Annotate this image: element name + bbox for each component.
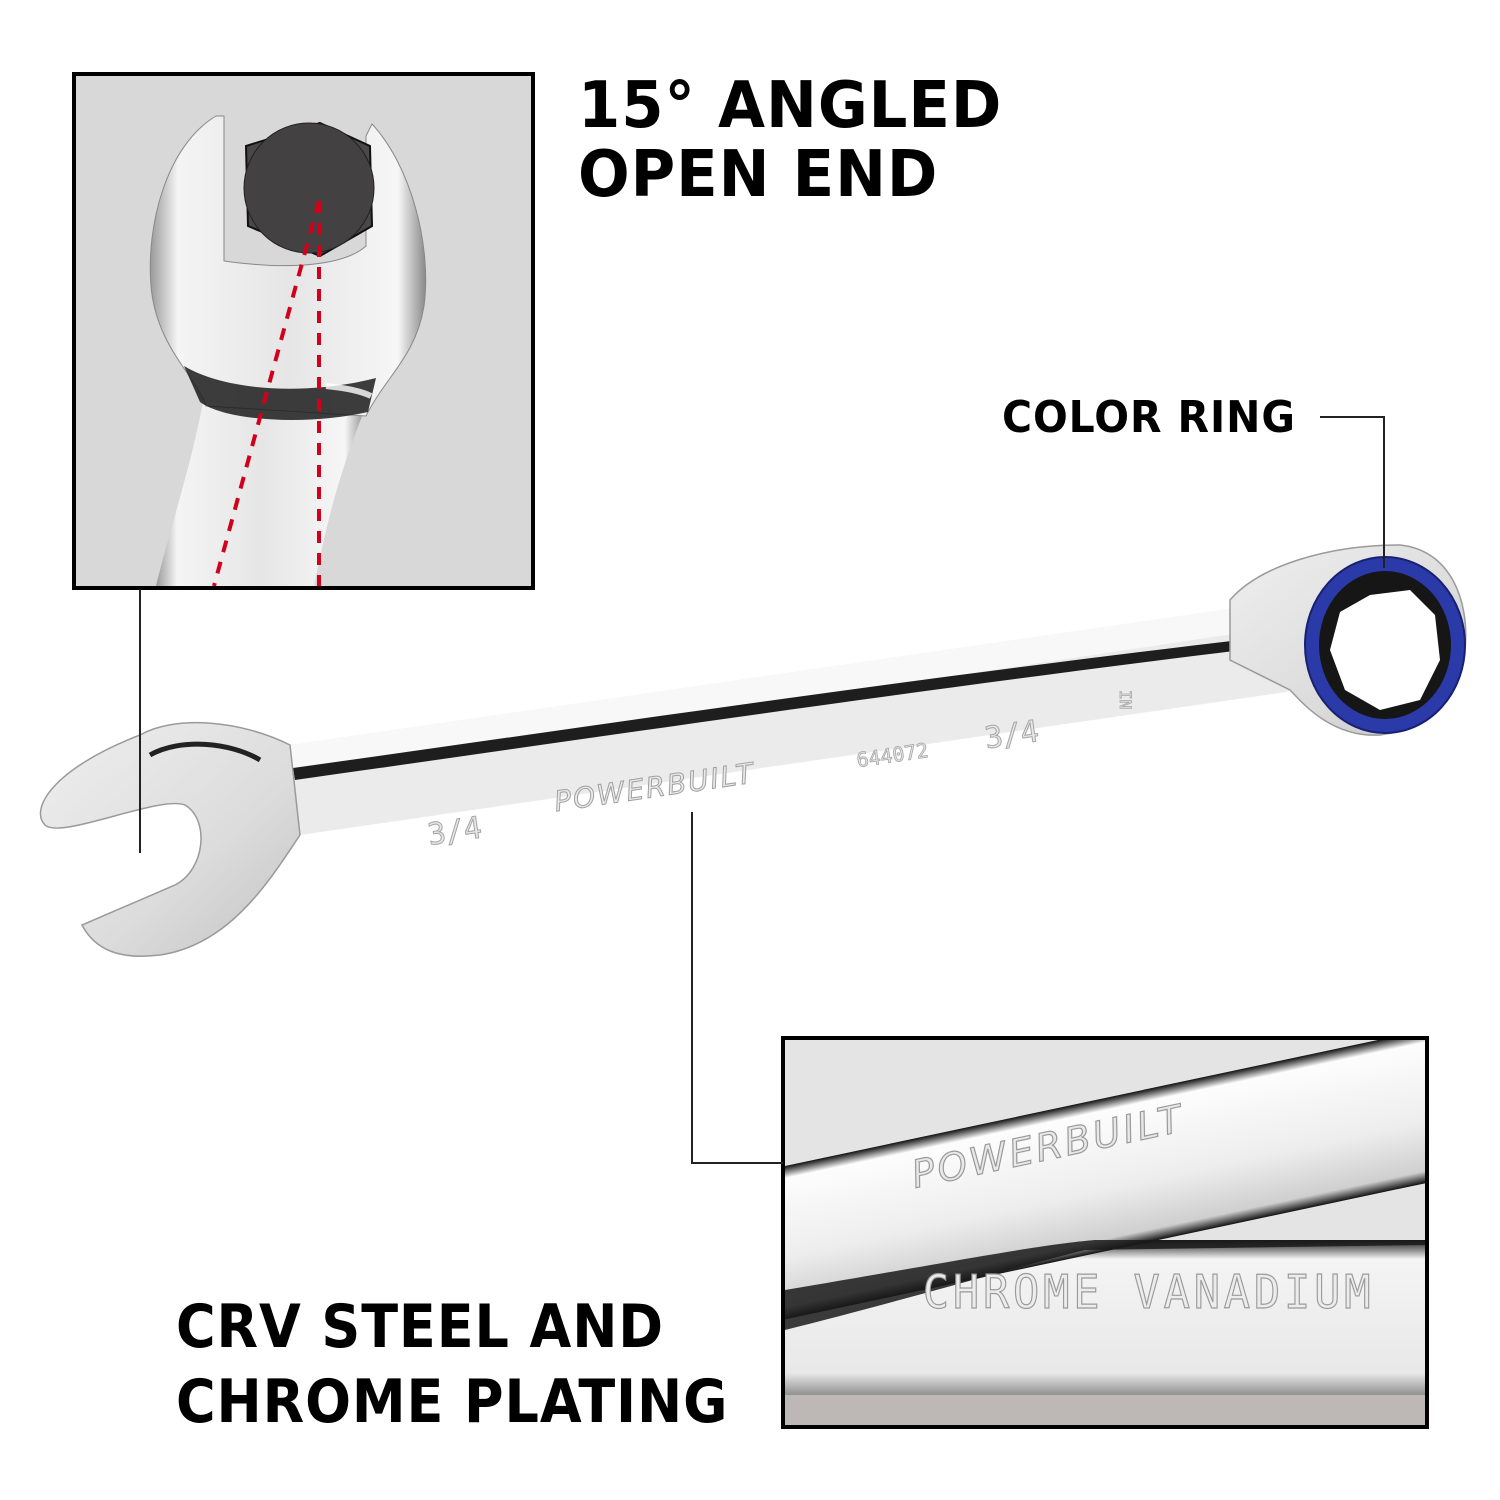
chrome-connector-horizontal (691, 1162, 783, 1164)
open-end-detail-inset (72, 72, 535, 590)
open-end-head (39, 721, 301, 957)
neck-reflection (184, 366, 376, 421)
size-marking-ring-end: 3/4 (982, 714, 1041, 756)
unit-marking: IN (1116, 690, 1135, 709)
ratchet-bore (1330, 590, 1440, 710)
open-end-title-line2: OPEN END (578, 138, 939, 213)
material-callout-title: CRV STEEL AND CHROME PLATING (176, 1290, 728, 1440)
chrome-closeup-illustration: POWERBUILT CHROME VANADIUM (785, 1040, 1425, 1425)
handle-edge-reflection (293, 640, 1242, 780)
open-end-connector-vertical (139, 589, 141, 853)
open-end-callout-title: 15° ANGLED OPEN END (578, 69, 1003, 213)
material-engraving: CHROME VANADIUM (923, 1265, 1375, 1319)
material-title-line2: CHROME PLATING (176, 1367, 729, 1437)
open-end-title-line1: 15° ANGLED (578, 69, 1003, 143)
chrome-plating-detail-inset: POWERBUILT CHROME VANADIUM (781, 1036, 1429, 1429)
color-ring-callout-title: COLOR RING (1002, 392, 1296, 443)
wrench-jaw-closeup (149, 115, 427, 417)
upper-wrench-bar (785, 1040, 1425, 1328)
material-title-line1: CRV STEEL AND (176, 1292, 665, 1362)
size-marking-open-end: 3/4 (426, 810, 485, 852)
color-ring-connector-horizontal (1320, 416, 1384, 418)
open-end-closeup-illustration (149, 115, 427, 586)
angled-axis-guide (212, 200, 321, 586)
chrome-connector-vertical (691, 812, 693, 1164)
color-ring-connector-vertical (1383, 416, 1385, 568)
wrench-handle-closeup (156, 396, 366, 586)
